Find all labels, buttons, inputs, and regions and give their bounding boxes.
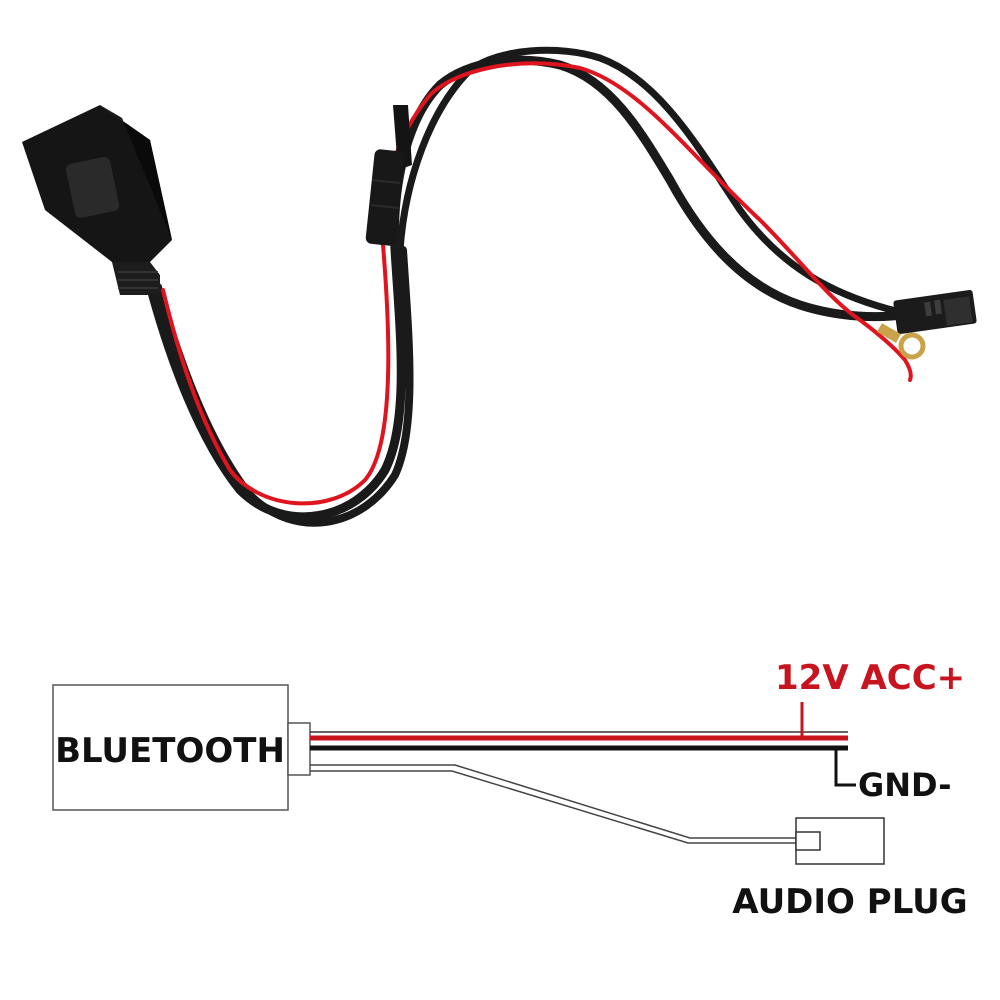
audio-plug xyxy=(795,817,885,865)
ground-label: GND- xyxy=(858,766,951,804)
audio-connector xyxy=(893,289,977,335)
product-photo xyxy=(22,46,977,527)
ground-wire xyxy=(310,745,856,787)
power-wire xyxy=(310,702,848,741)
wiring-diagram: BLUETOOTH 12V ACC+ GND- AUDIO PLUG xyxy=(52,658,968,922)
power-label: 12V ACC+ xyxy=(775,658,965,698)
red-wire xyxy=(161,61,913,506)
bluetooth-box xyxy=(52,684,289,811)
audio-wire xyxy=(310,764,800,844)
black-cable-bundle xyxy=(145,46,905,527)
inline-fuse-holder xyxy=(365,105,412,246)
module-led-window xyxy=(65,156,120,218)
bluetooth-module xyxy=(22,105,172,295)
ring-terminal xyxy=(876,323,926,360)
box-connector xyxy=(287,722,311,776)
bluetooth-label: BLUETOOTH xyxy=(55,731,285,771)
audio-plug-label: AUDIO PLUG xyxy=(732,882,967,922)
